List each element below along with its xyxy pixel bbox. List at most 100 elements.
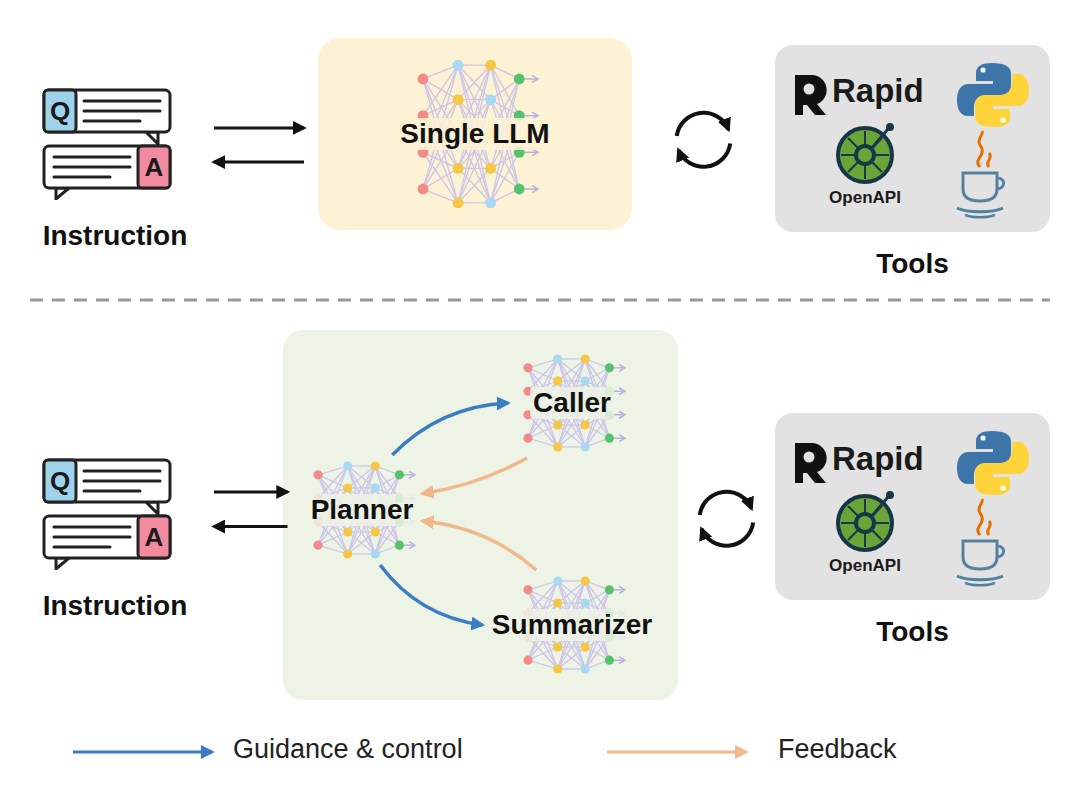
graphic [138,146,170,188]
connector [214,162,304,163]
network-neuron [581,442,590,451]
graphic [856,146,874,164]
graphic [856,514,874,532]
network-neuron [605,656,614,665]
network-neuron [553,598,562,607]
network-neuron [553,664,562,673]
cycle-arrow [701,522,753,545]
graphic [1000,485,1005,490]
icon-letter: Q [44,90,76,132]
graphic [56,188,69,199]
network-neuron [371,549,380,558]
network-neuron [418,184,429,195]
network-link [423,189,458,203]
graphic [54,546,110,549]
network-link [619,435,625,442]
graphic [795,75,827,115]
network-link [532,186,538,193]
network-link [423,152,458,202]
graphic [965,583,995,585]
network-link [619,388,625,395]
logo-text: OpenAPI [829,188,901,208]
network-link [619,411,625,418]
network-link [458,168,491,202]
connector [214,127,304,128]
agent-group: Planner CallerSummarizer [283,330,678,700]
network-neuron [523,585,532,594]
cycle-arrow [677,113,729,136]
network-neuron [453,197,464,208]
connector [214,491,288,492]
legend-label: Feedback [778,734,897,765]
network-link [619,586,625,593]
graphic [146,502,158,514]
java-logo [957,499,1004,585]
network-link [318,532,348,545]
network-neuron [485,60,496,71]
graphic [957,576,1003,580]
rapid-logo [795,443,827,483]
graphic [886,123,894,131]
logo-text: OpenAPI [829,556,901,576]
icon-label: Instruction [43,220,188,252]
network-neuron [371,483,380,492]
network-link [528,647,558,660]
graphic [84,110,160,113]
network-neuron [485,197,496,208]
network-link [585,637,609,669]
graphic [963,541,997,569]
logo-text: Rapid [832,73,924,109]
java-logo [957,131,1004,217]
network-neuron [395,470,404,479]
graphic [84,480,160,483]
network-link [619,364,625,371]
graphic [84,100,160,103]
graphic [44,460,170,502]
graphic [804,84,815,95]
box-title: Tools [876,248,949,280]
network-neuron [343,461,352,470]
network-link [528,660,558,669]
network-neuron [453,163,464,174]
agent-node: Summarizer [483,570,662,680]
icon-letter: A [138,146,170,188]
separator-line [30,299,1050,302]
connector-line [214,490,288,493]
agent-label: Caller [530,387,614,419]
graphic [886,491,894,499]
network-neuron [553,642,562,651]
agent-node: Planner [302,455,423,565]
connector-line [214,161,304,164]
graphic [54,536,130,539]
graphic [44,516,170,558]
network-link [558,425,586,447]
network-neuron [581,376,590,385]
instruction-icon: Q A Instruction [30,82,200,262]
network-link [585,415,609,447]
icon-letter: Q [44,460,76,502]
network-neuron [313,541,322,550]
model-label: Single LLM [396,118,553,150]
graphic [44,90,76,132]
graphic [988,521,991,535]
agent-label: Planner [308,494,417,526]
network-link [375,522,399,554]
network-neuron [553,354,562,363]
network-neuron [514,184,525,195]
connector [214,526,288,527]
network-link [528,425,558,438]
network-neuron [523,434,532,443]
graphic [996,546,1004,557]
network-neuron [371,527,380,536]
graphic [56,558,69,569]
network-neuron [581,354,590,363]
network-neuron [581,420,590,429]
box-title: Tools [876,616,949,648]
network-neuron [371,461,380,470]
network-neuron [523,656,532,665]
graphic [978,131,983,167]
graphic [44,146,170,188]
network-neuron [605,434,614,443]
icon-label: Instruction [43,590,188,622]
